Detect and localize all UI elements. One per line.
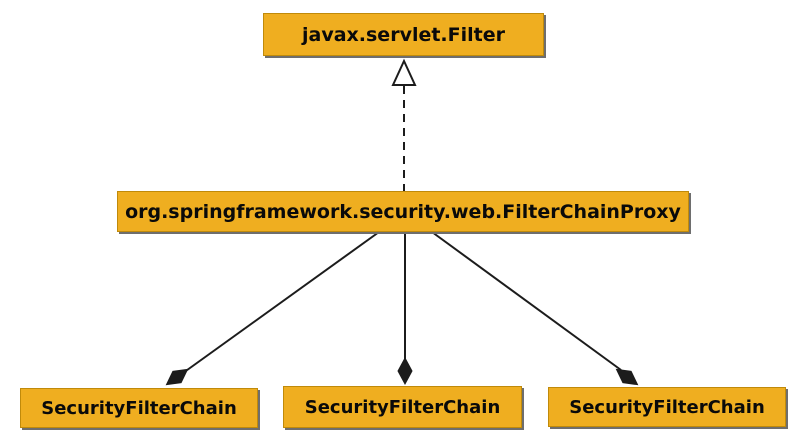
composition-edge-line-right — [431, 231, 622, 371]
realization-hollow-triangle-icon — [391, 58, 417, 86]
composition-edge-line-left — [182, 231, 380, 374]
class-box-security-filter-chain-right: SecurityFilterChain — [548, 387, 786, 427]
class-label-security-filter-chain-middle: SecurityFilterChain — [304, 396, 501, 418]
class-label-javax-servlet-filter: javax.servlet.Filter — [301, 23, 505, 46]
class-label-filter-chain-proxy: org.springframework.security.web.FilterC… — [125, 200, 681, 223]
class-box-security-filter-chain-left: SecurityFilterChain — [20, 388, 258, 428]
composition-filled-diamond-icon-left — [165, 368, 189, 386]
class-label-security-filter-chain-right: SecurityFilterChain — [569, 396, 765, 418]
class-box-javax-servlet-filter: javax.servlet.Filter — [263, 13, 544, 56]
class-label-security-filter-chain-left: SecurityFilterChain — [41, 397, 237, 419]
composition-filled-diamond-icon-middle — [397, 356, 413, 386]
class-box-filter-chain-proxy: org.springframework.security.web.FilterC… — [117, 191, 689, 232]
class-box-security-filter-chain-middle: SecurityFilterChain — [283, 386, 522, 428]
